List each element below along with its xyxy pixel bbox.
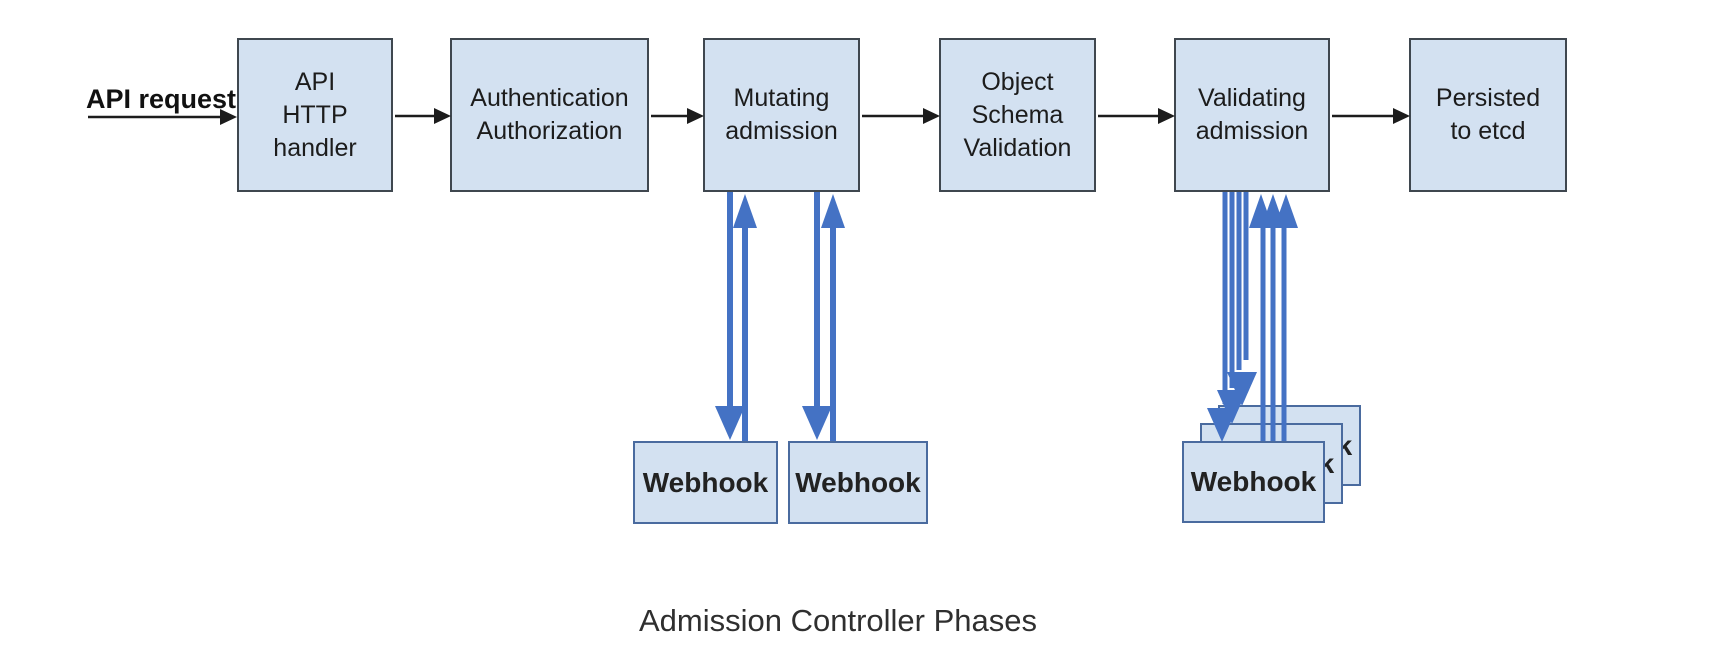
stage-persisted-to-etcd: Persisted to etcd [1409,38,1567,192]
stage-authentication-authorization: Authentication Authorization [450,38,649,192]
stage-object-schema-validation: Object Schema Validation [939,38,1096,192]
api-request-label: API request [86,84,237,114]
stage-mutating-admission: Mutating admission [703,38,860,192]
mutating-webhook-arrows [715,192,845,441]
webhook-box-validating-front: Webhook [1182,441,1325,523]
webhook-box-mutating-1: Webhook [633,441,778,524]
webhook-box-mutating-2: Webhook [788,441,928,524]
stage-validating-admission: Validating admission [1174,38,1330,192]
stage-api-http-handler: API HTTP handler [237,38,393,192]
caption: Admission Controller Phases [638,603,1037,638]
